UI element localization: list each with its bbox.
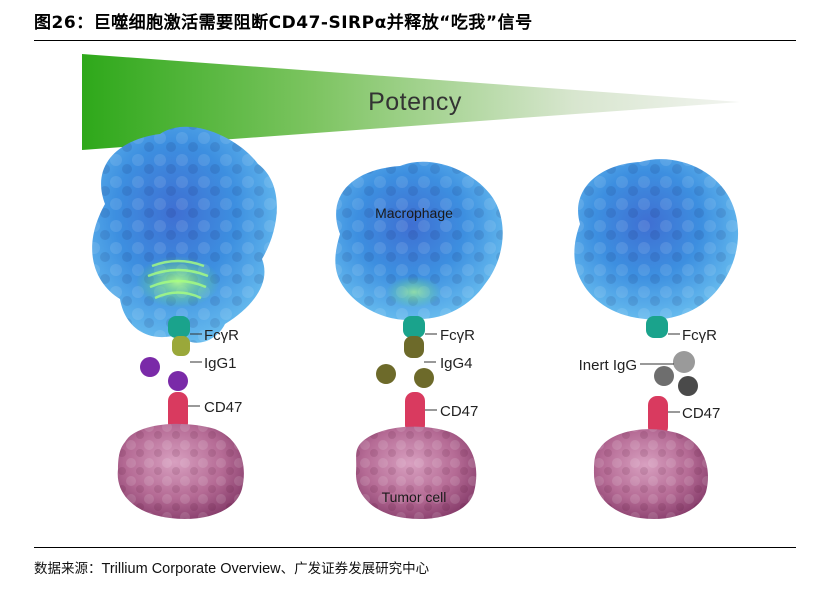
fcgr-receptor: [168, 316, 190, 338]
igg4-fc: [404, 336, 424, 358]
fcgr-receptor: [646, 316, 668, 338]
inert-igg-fab-mid: [654, 366, 674, 386]
figure-title: 图26：巨噬细胞激活需要阻断CD47-SIRPα并释放“吃我”信号: [34, 8, 533, 33]
cd47-label: CD47: [440, 403, 478, 420]
panel-inert-igg: FcγR Inert IgG CD47: [574, 159, 738, 519]
macrophage-label: Macrophage: [375, 205, 453, 221]
tumor-label: Tumor cell: [382, 489, 447, 505]
panel-igg1: FcγR IgG1 CD47: [92, 127, 277, 519]
source-prefix: 数据来源：: [34, 561, 102, 577]
igg1-fc: [172, 336, 190, 356]
cd47-label: CD47: [682, 405, 720, 422]
fcgr-label: FcγR: [440, 327, 475, 344]
source-note: 数据来源：Trillium Corporate Overview、广发证券发展研…: [34, 557, 429, 577]
antibody-label: Inert IgG: [579, 357, 637, 374]
inert-igg-fc: [678, 376, 698, 396]
panel-igg4: Macrophage FcγR IgG4 CD47 Tumor cell: [335, 162, 502, 519]
fcgr-receptor: [403, 316, 425, 338]
bottom-rule: [34, 547, 796, 548]
top-rule: [34, 40, 796, 41]
activation-glow: [386, 276, 442, 308]
source-suffix: 、广发证券发展研究中心: [281, 561, 430, 577]
cd47-label: CD47: [204, 399, 242, 416]
fcgr-label: FcγR: [682, 327, 717, 344]
source-text: Trillium Corporate Overview: [102, 561, 281, 577]
fcgr-label: FcγR: [204, 327, 239, 344]
igg4-fab-left: [376, 364, 396, 384]
igg4-fab-right: [414, 368, 434, 388]
igg1-fab-right: [168, 371, 188, 391]
antibody-label: IgG1: [204, 355, 237, 372]
antibody-label: IgG4: [440, 355, 473, 372]
inert-igg-fab-upper: [673, 351, 695, 373]
igg1-fab-left: [140, 357, 160, 377]
diagram: Potency FcγR IgG1 CD47 Macrophage: [0, 44, 820, 544]
potency-label: Potency: [368, 88, 462, 116]
